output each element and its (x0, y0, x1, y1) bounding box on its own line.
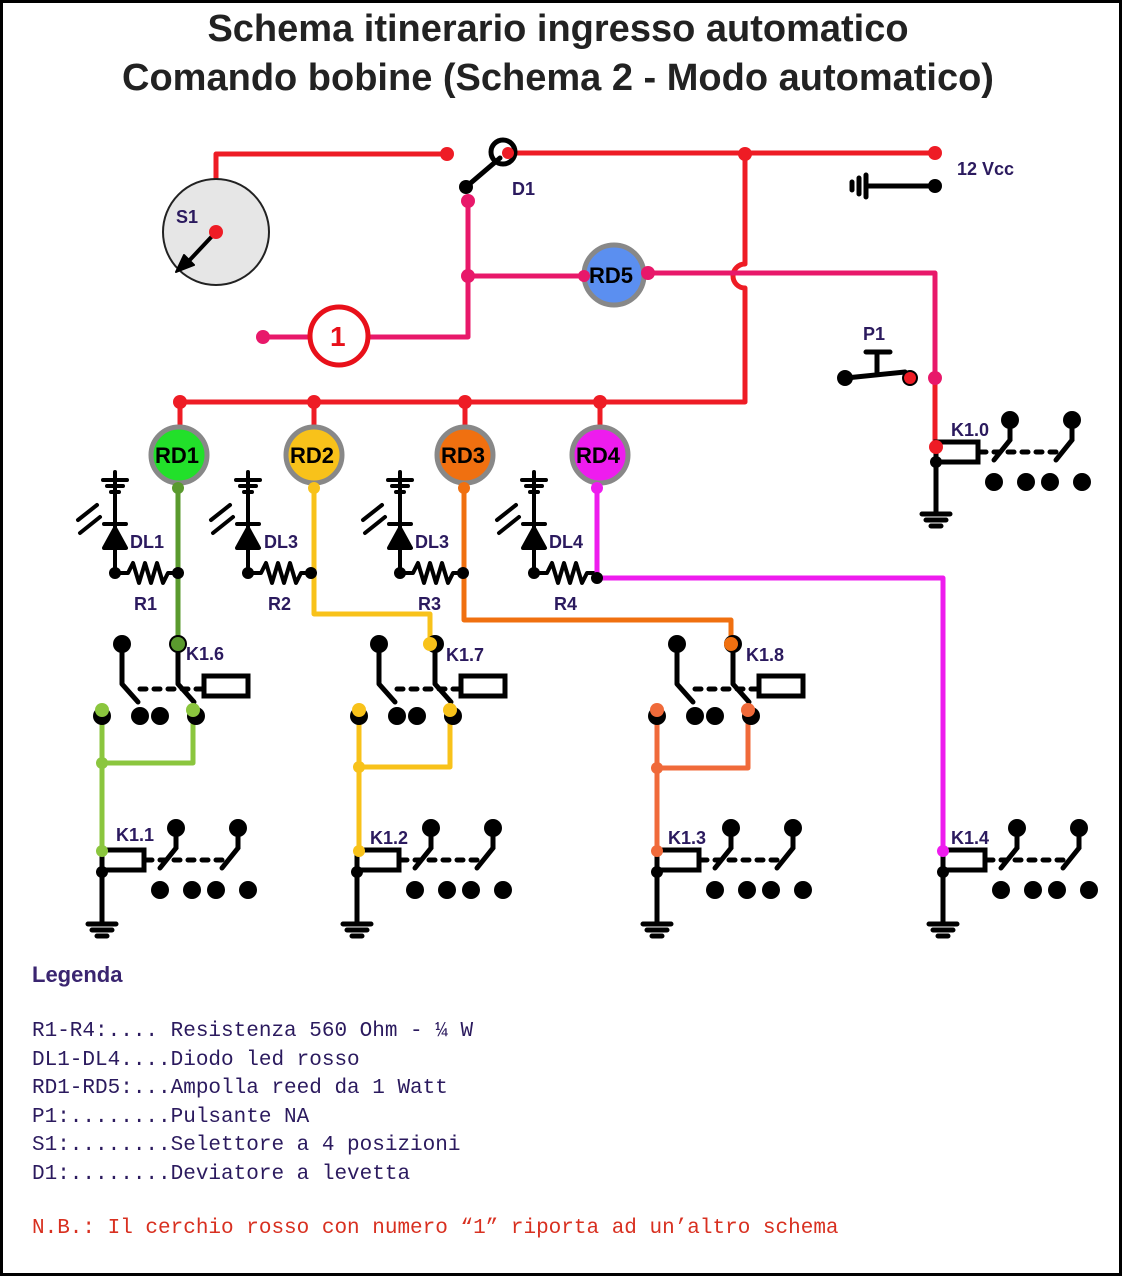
led-resistor-group-3 (361, 470, 465, 585)
legend-item-toggle: D1:........Deviatore a levetta (32, 1163, 411, 1186)
rd3-wire (461, 485, 734, 647)
supply-junctions (173, 146, 943, 454)
p1-label: P1 (863, 324, 885, 344)
k12-label: K1.2 (370, 828, 408, 848)
rd4-label: RD4 (576, 443, 621, 468)
switched-wires (260, 198, 938, 383)
k16-outputs-wire (99, 705, 196, 854)
legend-item-leds: DL1-DL4....Diodo led rosso (32, 1049, 360, 1072)
k18-label: K1.8 (746, 645, 784, 665)
k17-label: K1.7 (446, 645, 484, 665)
d1-lever (463, 155, 503, 190)
legend-item-pushbutton: P1:........Pulsante NA (32, 1106, 310, 1129)
r4-label: R4 (554, 594, 577, 614)
rd2-label: RD2 (290, 443, 334, 468)
switched-junctions (256, 194, 942, 385)
k10-label: K1.0 (951, 420, 989, 440)
k18-outputs-wire (654, 705, 751, 854)
ground-symbols (85, 459, 960, 939)
dl-label-2: DL3 (264, 532, 298, 552)
dl-label-4: DL4 (549, 532, 583, 552)
legend-title: Legenda (32, 962, 123, 987)
supply-label: 12 Vcc (957, 159, 1014, 179)
resistor-nodes (109, 567, 540, 579)
d1-label: D1 (512, 179, 535, 199)
link-circle-1 (307, 304, 371, 368)
k16-label: K1.6 (186, 644, 224, 664)
k17-dots (308, 482, 457, 857)
k16-dots (95, 482, 200, 857)
k14-label: K1.4 (951, 828, 989, 848)
s1-selector-pointer (184, 230, 218, 266)
k11-label: K1.1 (116, 825, 154, 845)
dl-label-3: DL3 (415, 532, 449, 552)
supply-ground-symbol (849, 172, 938, 200)
coil-ground-dots (96, 456, 949, 878)
r1-label: R1 (134, 594, 157, 614)
k13-label: K1.3 (668, 828, 706, 848)
s1-label: S1 (176, 207, 198, 227)
rd5-label: RD5 (589, 263, 633, 288)
link-number: 1 (330, 321, 346, 352)
legend-item-reeds: RD1-RD5:...Ampolla reed da 1 Watt (32, 1077, 448, 1100)
dl-label-1: DL1 (130, 532, 164, 552)
rd4-wire (594, 485, 946, 854)
rd4-dots (591, 482, 949, 857)
r2-label: R2 (268, 594, 291, 614)
k17-outputs-wire (356, 705, 453, 854)
r3-label: R3 (418, 594, 441, 614)
title-line-1: Schema itinerario ingresso automatico (207, 8, 909, 50)
title-line-2: Comando bobine (Schema 2 - Modo automati… (122, 57, 994, 99)
led-resistor-group-4 (495, 470, 599, 585)
led-resistor-group-2 (209, 470, 313, 585)
legend-item-selector: S1:........Selettore a 4 posizioni (32, 1134, 461, 1157)
supply-ground-terminal (928, 179, 942, 193)
rd2-wire (311, 485, 433, 647)
led-resistor-group-1 (76, 470, 180, 585)
relay-k16 (93, 635, 248, 725)
rd3-label: RD3 (441, 443, 485, 468)
rd1-label: RD1 (155, 443, 199, 468)
supply-wires (177, 150, 938, 450)
k18-dots (458, 482, 755, 857)
legend-note: N.B.: Il cerchio rosso con numero “1” ri… (32, 1217, 839, 1240)
p1-pushbutton (843, 349, 908, 381)
legend-item-resistors: R1-R4:.... Resistenza 560 Ohm - ¼ W (32, 1020, 474, 1043)
